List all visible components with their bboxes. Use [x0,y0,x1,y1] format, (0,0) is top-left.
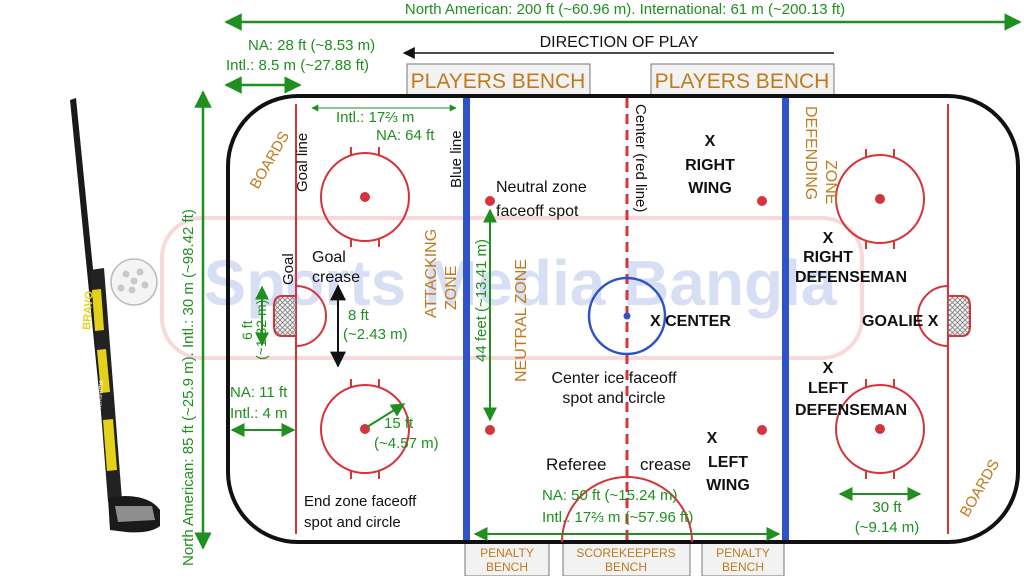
goal-crease-label: Goal [312,249,346,266]
blue-line-label: Blue line [448,130,465,188]
penalty-bench-left [464,542,550,577]
scorekeepers-label-2: BENCH [605,560,647,574]
fifteen-label: 15 ft [384,415,414,432]
goalie-label: GOALIE X [862,313,939,330]
six-ft-label: 6 ft [239,320,255,340]
left-defenseman-label-2: DEFENSEMAN [795,402,907,419]
referee-label: Referee [546,455,606,474]
neutral-spot-bottom-left [485,425,495,435]
goal-crease-right [917,285,971,347]
boards-left-label: BOARDS [247,129,293,192]
direction-of-play-label: DIRECTION OF PLAY [540,34,699,51]
intl-4-label: Intl.: 4 m [230,405,288,422]
na-50-label: NA: 50 ft (~15.24 m) [542,487,677,504]
attacking-zone-label: ATTACKING [423,229,440,318]
faceoff-circle-bottom-right [835,379,925,479]
center-ice-circle [587,276,667,356]
left-dimension-label: North American: 85 ft (~25.9 m). Intl.: … [180,209,197,566]
intl-85-label: Intl.: 8.5 m (~27.88 ft) [226,57,369,74]
players-layer: X RIGHT WING X CENTER X RIGHT DEFENSEMAN… [650,133,939,494]
penalty-bench-right-label-2: BENCH [722,560,764,574]
eight-ft-label: 8 ft [348,307,370,324]
watermark: Sports Media Bangla [160,216,864,360]
neutral-zone-label: NEUTRAL ZONE [513,259,530,382]
boards-right-label: BOARDS [957,457,1003,520]
end-zone-label: End zone faceoff [304,493,417,510]
intl-17-label: Intl.: 17⅔ m [336,109,414,126]
fifteen-label-2: (~4.57 m) [374,435,439,452]
goal-crease-left [273,285,327,347]
attacking-zone-label-2: ZONE [443,266,460,310]
right-defenseman-label-2: DEFENSEMAN [795,269,907,286]
blue-line-right [782,98,789,540]
left-defenseman-marker: X [823,360,834,377]
eight-ft-label-2: (~2.43 m) [343,326,408,343]
left-wing-label-2: WING [706,477,750,494]
top-dimension-bg [349,0,901,18]
crease-label: crease [640,455,691,474]
players-bench-right-label: PLAYERS BENCH [655,70,830,93]
left-defenseman-label: LEFT [808,380,848,397]
right-wing-label: RIGHT [685,157,735,174]
stick-model-label: TeXtreme [96,380,105,410]
na-11-label: NA: 11 ft [230,384,288,401]
neutral-spot-top-right [757,196,767,206]
neutral-spot-label: Neutral zone [496,179,587,196]
penalty-bench-left-label: PENALTY [480,546,534,560]
neutral-spot-bottom-right [757,425,767,435]
rink-boards [226,94,1020,544]
penalty-bench-left-label-2: BENCH [486,560,528,574]
faceoff-circle-top-right [835,149,925,249]
neutral-spot-label-2: faceoff spot [496,203,579,220]
left-wing-label: LEFT [708,454,748,471]
faceoff-circle-top-left [320,147,410,247]
forty-four-label: 44 feet (~13.41 m) [473,239,490,362]
neutral-spot-top-left [485,196,495,206]
goal-label: Goal [280,253,297,285]
goal-crease-label-2: crease [312,269,360,286]
floorball-icon [110,258,158,306]
na-64-label: NA: 64 ft [376,127,435,144]
right-defenseman-marker: X [823,230,834,247]
circle-radius-arrow [366,403,406,428]
svg-text:Sports Media Bangla: Sports Media Bangla [204,247,837,319]
scorekeepers-label: SCOREKEEPERS [576,546,675,560]
left-wing-marker: X [707,430,718,447]
goal-line-label: Goal line [294,133,311,192]
defending-zone-label: DEFENDING [802,106,819,200]
penalty-bench-right-label: PENALTY [716,546,770,560]
center-red-line-label: Center (red line) [632,104,649,212]
blue-line-left [463,98,470,540]
players-bench-left-label: PLAYERS BENCH [411,70,586,93]
penalty-bench-right [701,542,785,577]
defending-zone-label-2: ZONE [822,160,839,204]
faceoff-circle-bottom-left [320,379,410,479]
center-player-label: X CENTER [650,313,731,330]
floorball-stick-icon: BRAVO TeXtreme [70,98,160,533]
top-dimension-label: North American: 200 ft (~60.96 m). Inter… [405,1,845,18]
intl-57-label: Intl.: 17⅔ m (~57.96 ft) [542,509,693,526]
end-zone-label-2: spot and circle [304,514,401,531]
players-bench-right [650,63,835,96]
players-bench-left [406,63,591,96]
right-wing-marker: X [705,133,716,150]
center-ice-label-2: spot and circle [562,390,665,407]
na-28-label: NA: 28 ft (~8.53 m) [248,37,375,54]
center-ice-spot [623,312,631,320]
stick-brand-label: BRAVO [81,290,96,330]
right-wing-label-2: WING [688,180,732,197]
thirty-label-2: (~9.14 m) [855,519,920,536]
six-ft-label-2: (~1.82 m) [253,300,269,360]
right-defenseman-label: RIGHT [803,249,853,266]
center-ice-label: Center ice faceoff [551,370,677,387]
thirty-label: 30 ft [872,499,902,516]
referee-crease [561,476,693,543]
